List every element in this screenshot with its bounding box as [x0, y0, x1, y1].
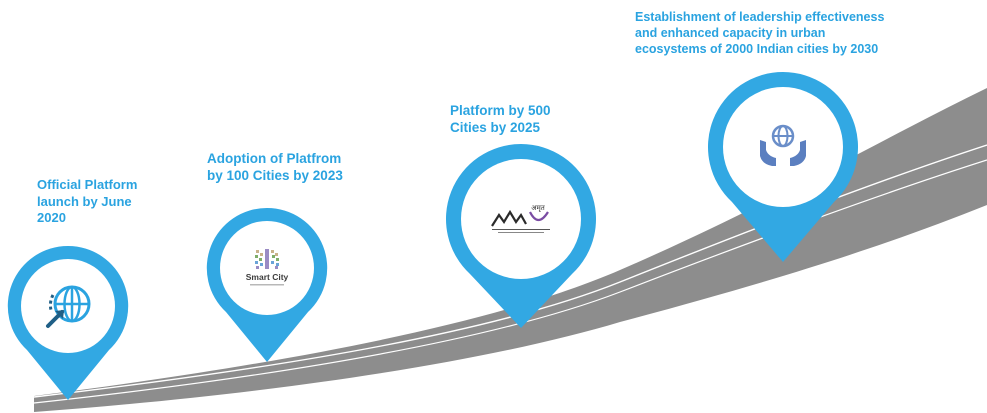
milestone-label-2030: Establishment of leadership effectivenes…: [635, 10, 884, 58]
label-line: by 100 Cities by 2023: [207, 168, 343, 184]
label-line: Official Platform: [37, 177, 138, 192]
amrut-logo: अमृत: [491, 204, 550, 233]
milestone-label-2023: Adoption of Platfrom by 100 Cities by 20…: [207, 150, 343, 184]
globe-arrow-icon: [46, 285, 91, 328]
milestone-pin-2025: अमृत: [445, 144, 597, 330]
milestone-label-2025: Platform by 500 Cities by 2025: [450, 102, 551, 136]
label-line: 2020: [37, 210, 66, 225]
milestone-pin-2023: Smart City: [206, 207, 328, 364]
hands-globe-icon: [760, 124, 806, 166]
milestone-pin-2020: [7, 245, 129, 402]
label-line: Establishment of leadership effectivenes…: [635, 10, 885, 24]
milestone-pin-2030: [707, 72, 859, 264]
label-line: Adoption of Platfrom: [207, 151, 342, 166]
milestone-label-2020: Official Platform launch by June 2020: [37, 177, 137, 227]
label-line: Platform by 500: [450, 103, 551, 118]
label-line: launch by June: [37, 193, 132, 209]
label-line: and enhanced capacity in urban: [635, 25, 826, 40]
label-line: ecosystems of 2000 Indian cities by 2030: [635, 41, 879, 56]
amrut-logo-text: अमृत: [531, 204, 546, 212]
smart-city-logo: Smart City: [246, 249, 289, 286]
smart-city-logo-text: Smart City: [246, 272, 289, 282]
label-line: Cities by 2025: [450, 120, 541, 136]
